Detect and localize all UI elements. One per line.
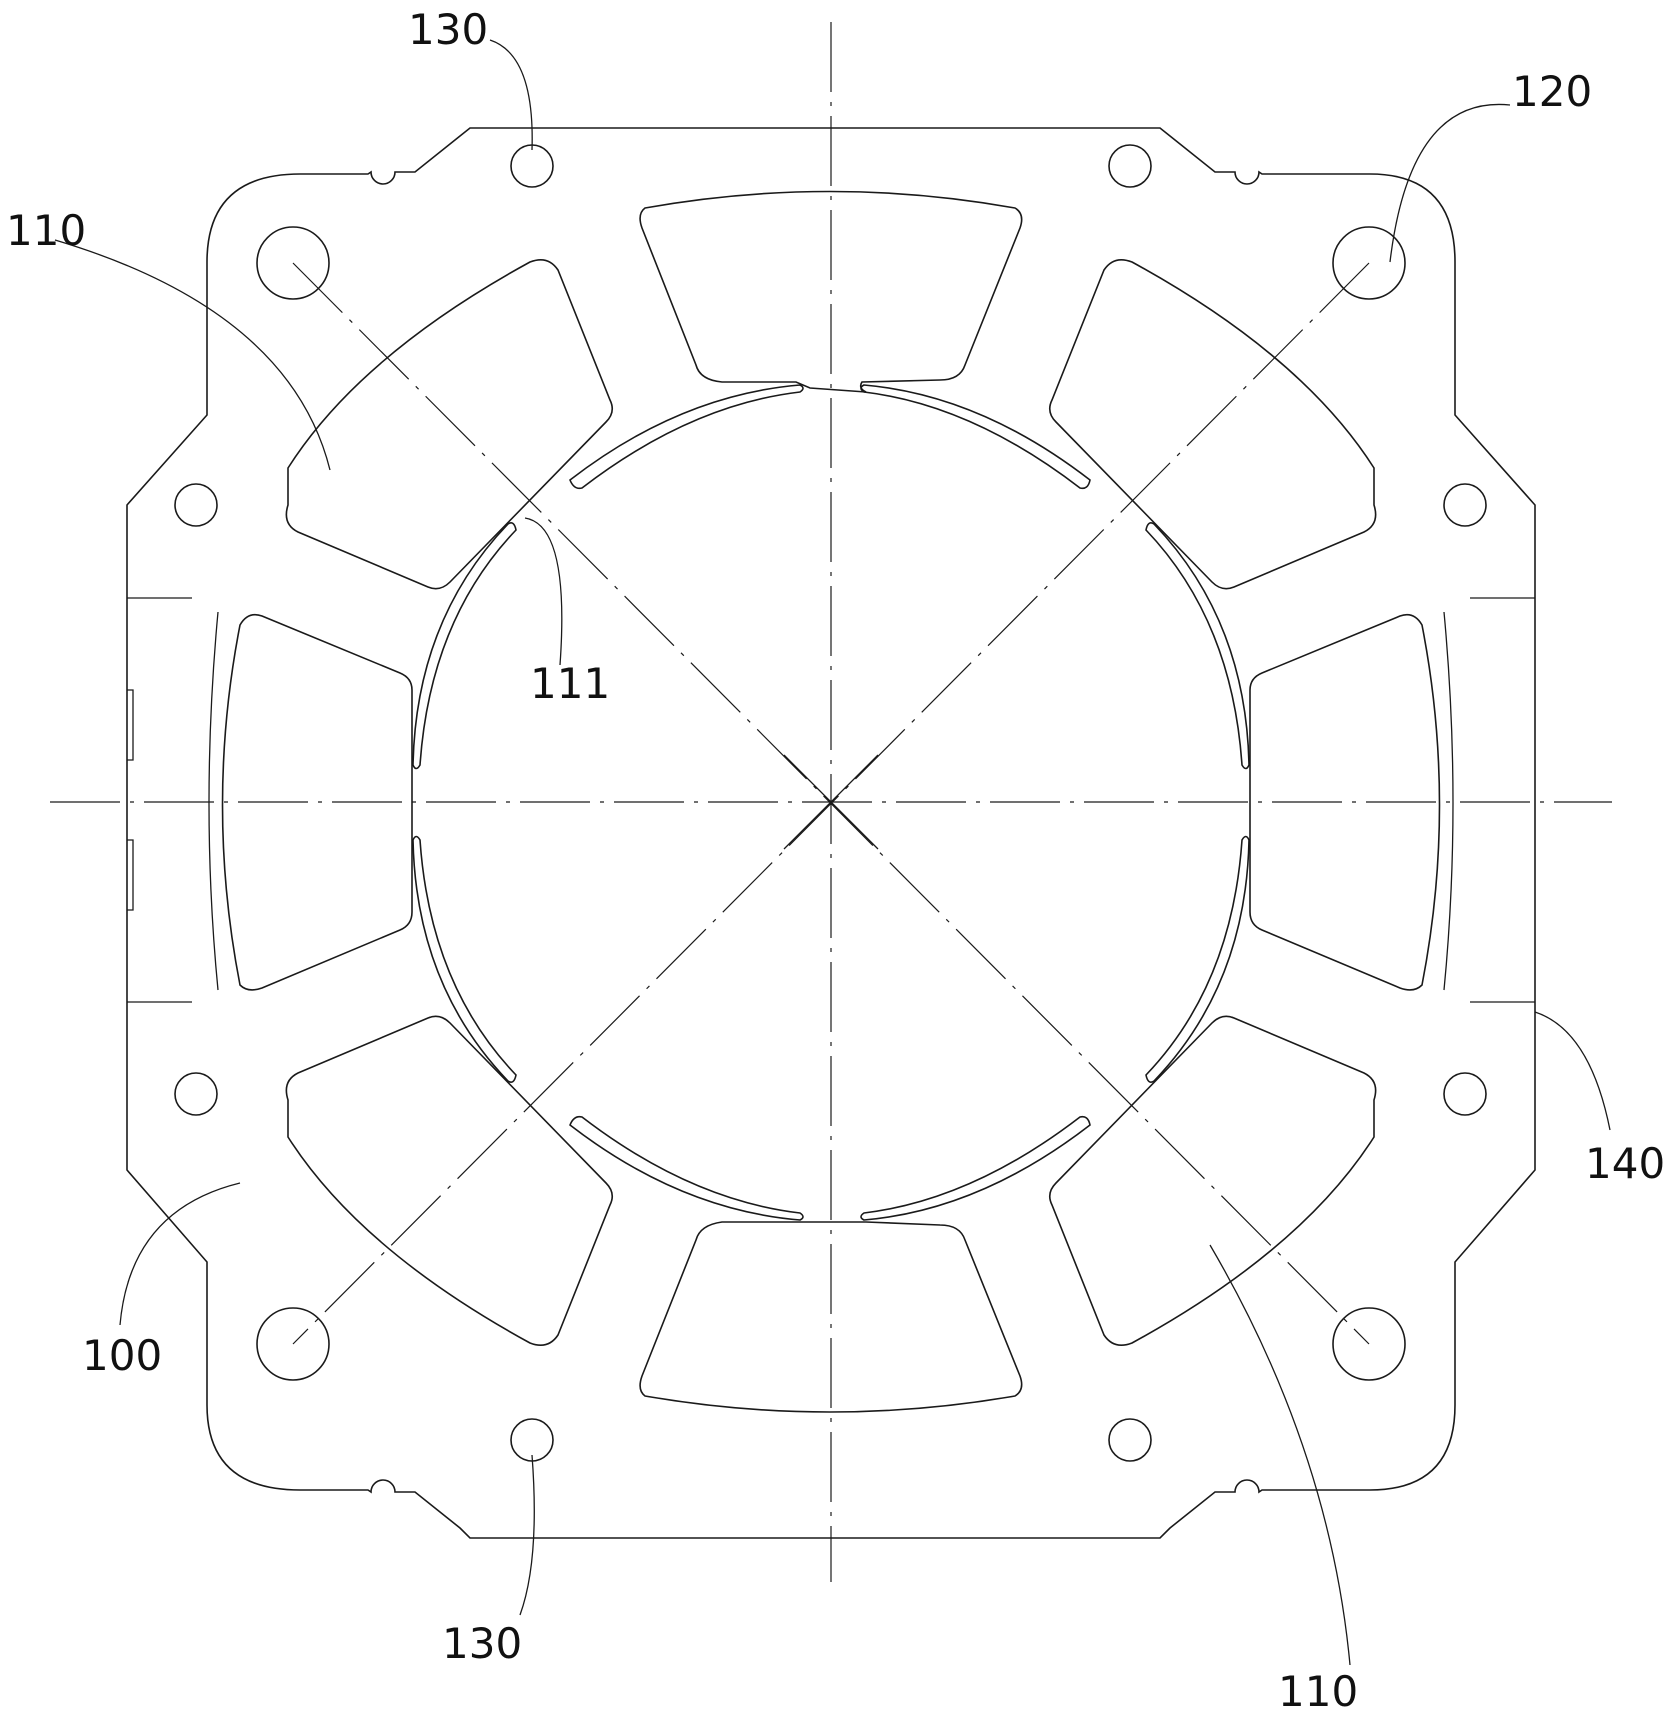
slot-right	[1249, 613, 1441, 991]
label-120: 120	[1512, 67, 1592, 116]
side-slits	[127, 597, 1535, 1003]
small-hole-left-lower	[174, 1072, 218, 1116]
lamination-outline	[126, 127, 1536, 1539]
diagonal-centerline-2	[292, 262, 1370, 1345]
small-hole-right-lower	[1443, 1072, 1487, 1116]
leader-140	[1534, 1011, 1611, 1131]
corner-hole-bottom-right	[1332, 1307, 1406, 1381]
slot-bottom-right	[1048, 1015, 1377, 1346]
label-130-top: 130	[408, 5, 488, 54]
small-hole-left-upper	[174, 483, 218, 527]
label-100: 100	[82, 1331, 162, 1380]
corner-hole-top-left	[256, 226, 330, 300]
leader-110-bottom-right	[1209, 1244, 1351, 1666]
corner-hole-top-right	[1332, 226, 1406, 300]
tooth-tip-bottom	[569, 1115, 1091, 1221]
small-hole-bottom-right	[1108, 1418, 1152, 1462]
leader-111	[524, 517, 563, 666]
yoke-arc-right	[1443, 611, 1454, 991]
label-110-bottom-right: 110	[1278, 1667, 1358, 1709]
leader-100	[119, 1182, 241, 1326]
leader-110-top-left	[54, 239, 331, 471]
small-hole-top-right	[1108, 144, 1152, 188]
label-110-top-left: 110	[6, 206, 86, 255]
slot-bottom-left	[285, 1015, 614, 1346]
corner-hole-bottom-left	[256, 1307, 330, 1381]
slot-left	[221, 613, 413, 991]
small-hole-right-upper	[1443, 483, 1487, 527]
tooth-tip-right	[1145, 522, 1250, 1083]
label-130-bottom: 130	[442, 1619, 522, 1668]
leader-120	[1389, 103, 1511, 263]
label-140: 140	[1585, 1139, 1665, 1188]
leader-130-top	[489, 39, 533, 151]
center-cross	[783, 754, 879, 850]
slot-top	[639, 190, 1023, 393]
slot-bottom	[639, 1221, 1023, 1413]
leader-130-bottom	[519, 1454, 535, 1616]
small-hole-top-left	[510, 144, 554, 188]
slot-top-left	[285, 259, 614, 590]
tooth-tip-left	[412, 522, 517, 1083]
tooth-tip-top	[569, 384, 1091, 490]
label-111: 111	[530, 659, 610, 708]
left-edge-notch	[127, 689, 134, 911]
yoke-arc-left	[208, 611, 219, 991]
slot-top-right	[1048, 259, 1377, 590]
small-hole-bottom-left	[510, 1418, 554, 1462]
